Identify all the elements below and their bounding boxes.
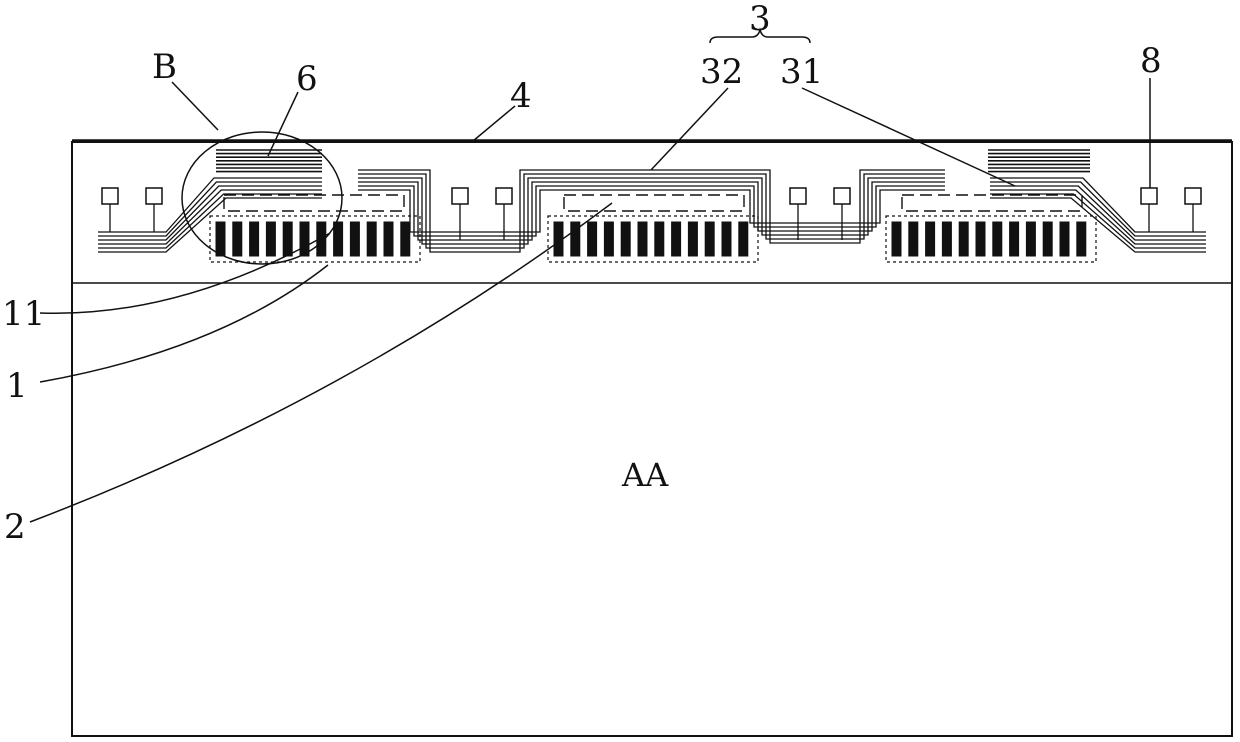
bonding-pad [976,222,985,256]
bonding-pad [722,222,731,256]
bonding-pad [300,222,309,256]
label-11: 11 [2,294,45,334]
bonding-pad [334,222,343,256]
bonding-pad [926,222,935,256]
bonding-pad [739,222,748,256]
label-8: 8 [1140,41,1162,81]
bonding-pad [705,222,714,256]
bonding-pad [1043,222,1052,256]
bonding-pad [655,222,664,256]
leader-lines [30,78,1150,522]
label-2: 2 [4,507,26,547]
bonding-pad [216,222,225,256]
dashed-region [564,195,744,211]
bonding-pad [1010,222,1019,256]
bonding-pad [638,222,647,256]
test-pad [146,188,162,204]
test-pad [834,188,850,204]
bonding-pad [250,222,259,256]
label-32: 32 [700,52,743,92]
bonding-pad [588,222,597,256]
test-pad [790,188,806,204]
label-3: 3 [749,0,771,39]
test-pad [1185,188,1201,204]
bonding-pad [993,222,1002,256]
bonding-pad [672,222,681,256]
bonding-pad [233,222,242,256]
active-area-label: AA [621,456,669,494]
bonding-pad [350,222,359,256]
bonding-pad [283,222,292,256]
test-pad [1141,188,1157,204]
panel-outline [72,142,1232,736]
bonding-pad [959,222,968,256]
bonding-pad [604,222,613,256]
leader-4 [473,106,515,141]
leader-b [172,82,218,130]
bonding-pad [401,222,410,256]
bonding-pad [1077,222,1086,256]
label-31: 31 [780,52,823,92]
bonding-pad-groups [210,216,1096,262]
label-1: 1 [6,366,28,406]
bonding-pad [621,222,630,256]
label-b: B [152,47,177,87]
bonding-pad [266,222,275,256]
bonding-pad [1026,222,1035,256]
bonding-pad [892,222,901,256]
bonding-pad [942,222,951,256]
test-pad [496,188,512,204]
test-pad [102,188,118,204]
leader-31 [802,88,1015,186]
bonding-pad [688,222,697,256]
bonding-pad [384,222,393,256]
bonding-pad [367,222,376,256]
leader-6 [268,92,298,156]
test-pad [452,188,468,204]
bonding-pad [1060,222,1069,256]
leader-32 [651,88,728,170]
bonding-pad [909,222,918,256]
label-4: 4 [510,76,532,116]
dashed-regions-2 [224,195,1082,211]
label-6: 6 [296,59,318,99]
